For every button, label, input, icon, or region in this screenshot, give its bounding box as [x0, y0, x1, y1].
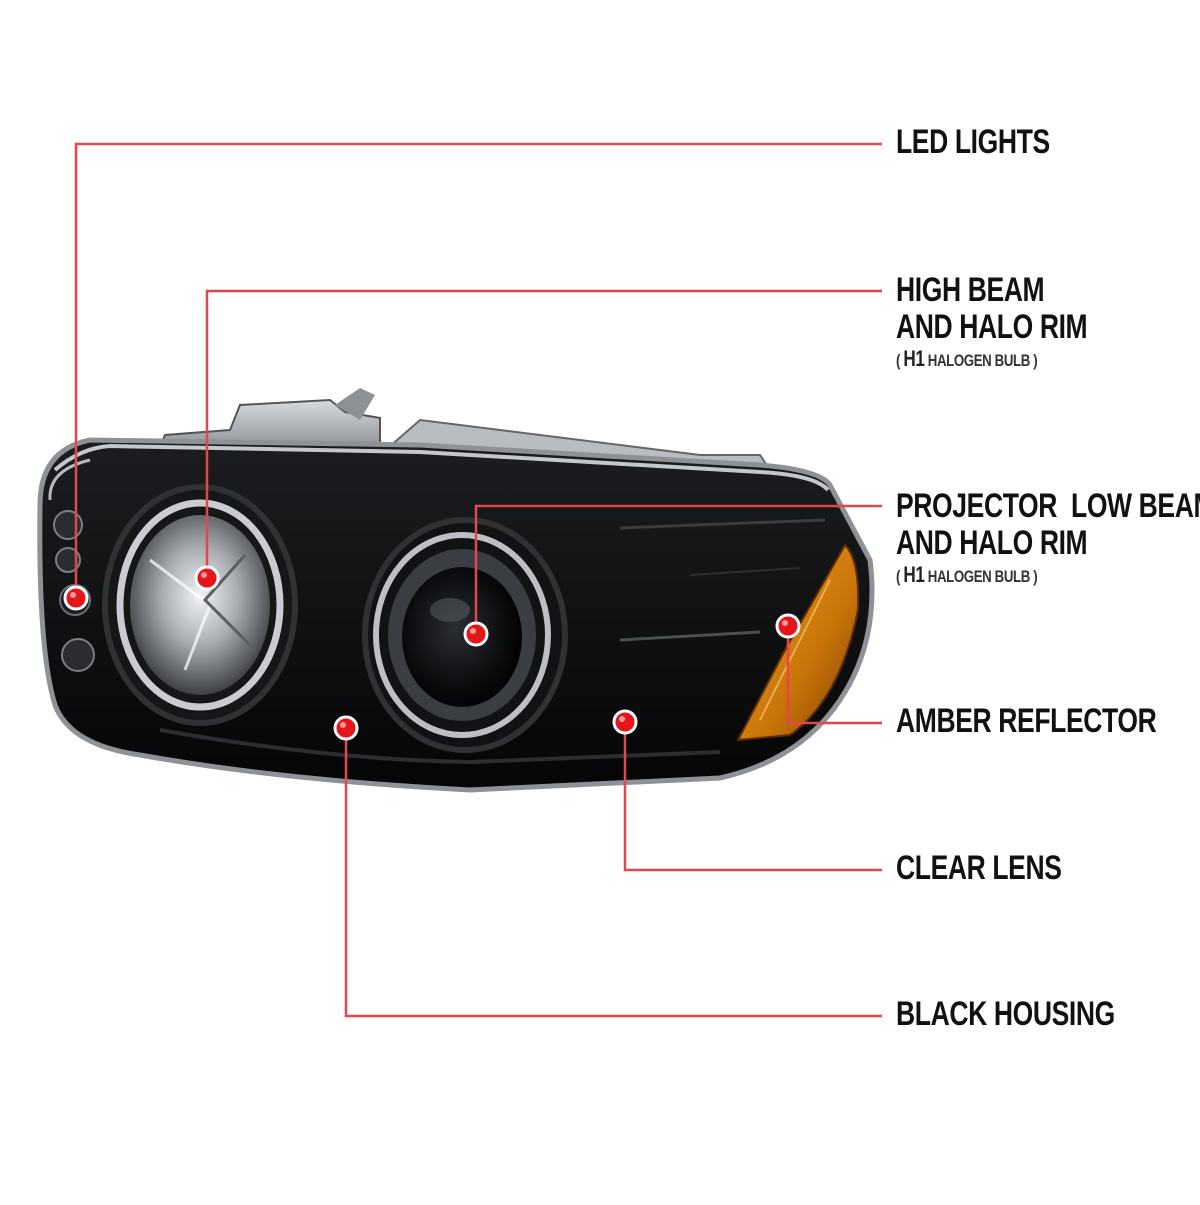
callout-led-lights: LED LIGHTS: [896, 124, 1050, 161]
bulb-type: H1: [903, 346, 925, 371]
leader-lines: [74, 142, 882, 1018]
marker-dots: [63, 565, 801, 741]
marker-projector: [463, 621, 489, 647]
bulb-desc: HALOGEN BULB ): [924, 351, 1038, 370]
callout-black-housing-line-1: BLACK HOUSING: [896, 995, 1115, 1033]
leader-led-lights: [74, 142, 882, 598]
callout-high-beam-line-2: AND HALO RIM: [896, 308, 1088, 346]
callout-clear-lens: CLEAR LENS: [896, 850, 1062, 887]
callout-clear-lens-line-1: CLEAR LENS: [896, 849, 1062, 887]
callout-amber-reflector-line-1: AMBER REFLECTOR: [896, 702, 1157, 740]
amber-reflector-lens: [736, 543, 860, 742]
bulb-type: H1: [903, 562, 925, 587]
marker-high-beam: [194, 565, 220, 591]
marker-amber: [775, 613, 801, 639]
callout-high-beam: HIGH BEAM AND HALO RIM ( H1 HALOGEN BULB…: [896, 271, 1088, 372]
bulb-open-paren: (: [896, 567, 904, 586]
callout-amber-reflector: AMBER REFLECTOR: [896, 702, 1157, 740]
callout-projector-bulb: ( H1 HALOGEN BULB ): [896, 564, 1200, 588]
callout-projector-line-1: PROJECTOR LOW BEAM: [896, 487, 1200, 525]
callout-projector-line-2: AND HALO RIM: [896, 524, 1088, 562]
leader-amber: [786, 626, 882, 725]
callout-projector-low-beam: PROJECTOR LOW BEAM AND HALO RIM ( H1 HAL…: [896, 488, 1200, 588]
marker-led-lights: [63, 585, 89, 611]
callout-high-beam-line-1: HIGH BEAM: [896, 271, 1045, 309]
marker-black-housing: [333, 715, 359, 741]
leader-high-beam: [205, 289, 882, 578]
callout-led-lights-line-1: LED LIGHTS: [896, 123, 1050, 161]
leader-clear-lens: [623, 722, 882, 872]
marker-clear-lens: [612, 709, 638, 735]
callout-black-housing: BLACK HOUSING: [896, 996, 1115, 1033]
high-beam-reflector: [102, 484, 298, 726]
bulb-desc: HALOGEN BULB ): [924, 567, 1038, 586]
leader-projector: [474, 504, 882, 634]
callout-high-beam-bulb: ( H1 HALOGEN BULB ): [896, 348, 1087, 372]
leader-black-housing: [344, 728, 882, 1018]
bulb-open-paren: (: [896, 351, 904, 370]
